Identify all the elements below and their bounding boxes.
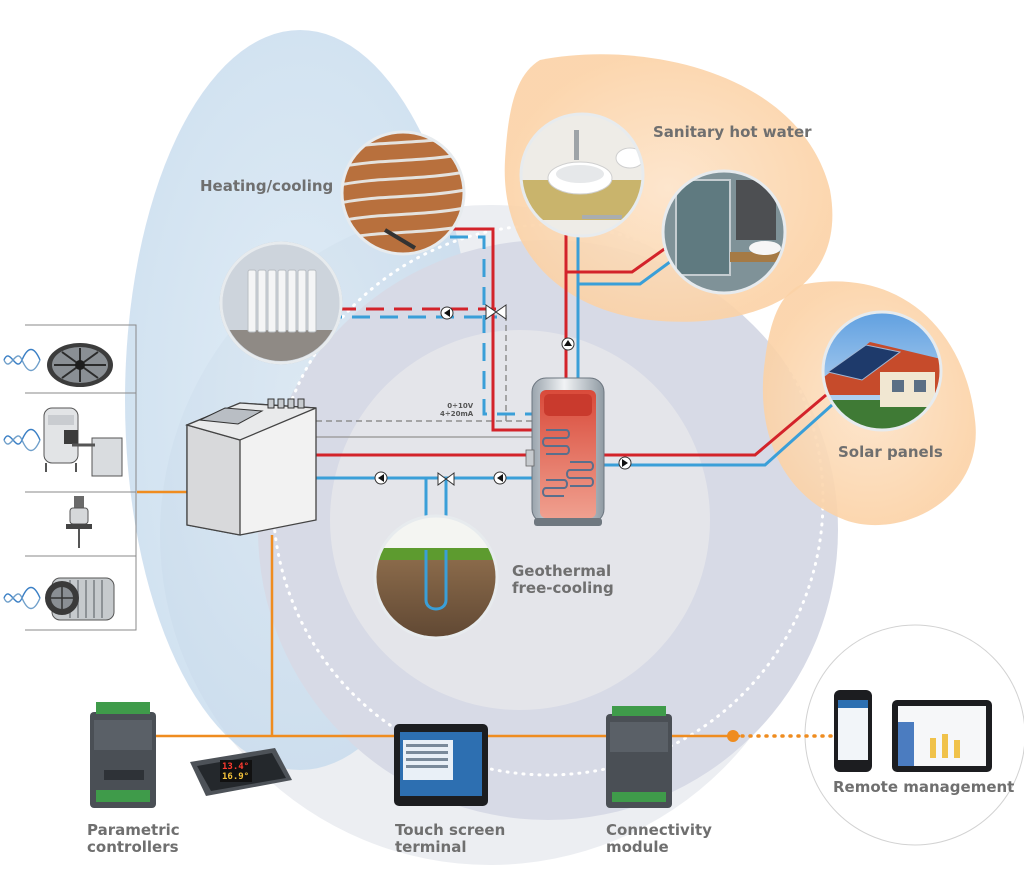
sink-icon: [519, 112, 645, 238]
label-sanitary-hot-water: Sanitary hot water: [653, 123, 812, 141]
shower-icon: [661, 169, 787, 295]
label-connectivity-line1: Connectivity: [606, 821, 712, 839]
storage-tank-icon: [525, 377, 605, 526]
thermostat-readout: 13.4° 16.9°: [222, 762, 249, 782]
label-parametric-line2: controllers: [87, 838, 179, 857]
label-solar-panels: Solar panels: [838, 443, 943, 461]
signal-annotation-line1: 0÷10V: [447, 402, 474, 410]
label-heating-cooling: Heating/cooling: [200, 177, 334, 195]
label-touch-line1: Touch screen: [395, 821, 506, 839]
parametric-controller-device: [90, 702, 156, 808]
label-connectivity-line2: module: [606, 838, 669, 857]
control-node: [727, 730, 739, 742]
heat-pump-unit-icon: [185, 398, 317, 536]
label-parametric-controllers: Parametric controllers: [87, 821, 180, 857]
pump-symbols: [374, 306, 632, 485]
label-geothermal-line2: free-cooling: [512, 579, 614, 598]
compressor-icon: [43, 407, 123, 477]
touch-screen-terminal-device: [394, 724, 488, 806]
components-box: [25, 324, 137, 631]
label-parametric-line1: Parametric: [87, 821, 180, 839]
floor-heating-icon: [340, 130, 466, 256]
fan-icon: [47, 343, 113, 387]
connectivity-module-device: [606, 706, 672, 808]
three-way-valve-icon: [437, 304, 507, 486]
label-connectivity-module: Connectivity module: [606, 821, 712, 857]
valve-icon: [66, 496, 92, 548]
label-geothermal-line1: Geothermal: [512, 562, 612, 580]
thermostat-readout-bottom: 16.9°: [222, 772, 250, 782]
thermostat-device: [190, 748, 292, 796]
signal-annotation-line2: 4÷20mA: [440, 409, 474, 418]
helix-icon: [3, 348, 41, 610]
tablet-icon: [892, 700, 992, 772]
inner-zone: [330, 330, 710, 710]
smartphone-icon: [834, 690, 872, 772]
label-touch-line2: terminal: [395, 838, 467, 857]
signal-annotation: 0÷10V 4÷20mA: [440, 402, 474, 418]
label-remote-management: Remote management: [833, 778, 1015, 796]
thermostat-readout-top: 13.4°: [222, 762, 250, 772]
radiator-icon: [219, 241, 343, 365]
pump-motor-icon: [45, 577, 115, 621]
label-geothermal: Geothermal free-cooling: [512, 562, 614, 598]
label-touch-screen-terminal: Touch screen terminal: [395, 821, 506, 857]
